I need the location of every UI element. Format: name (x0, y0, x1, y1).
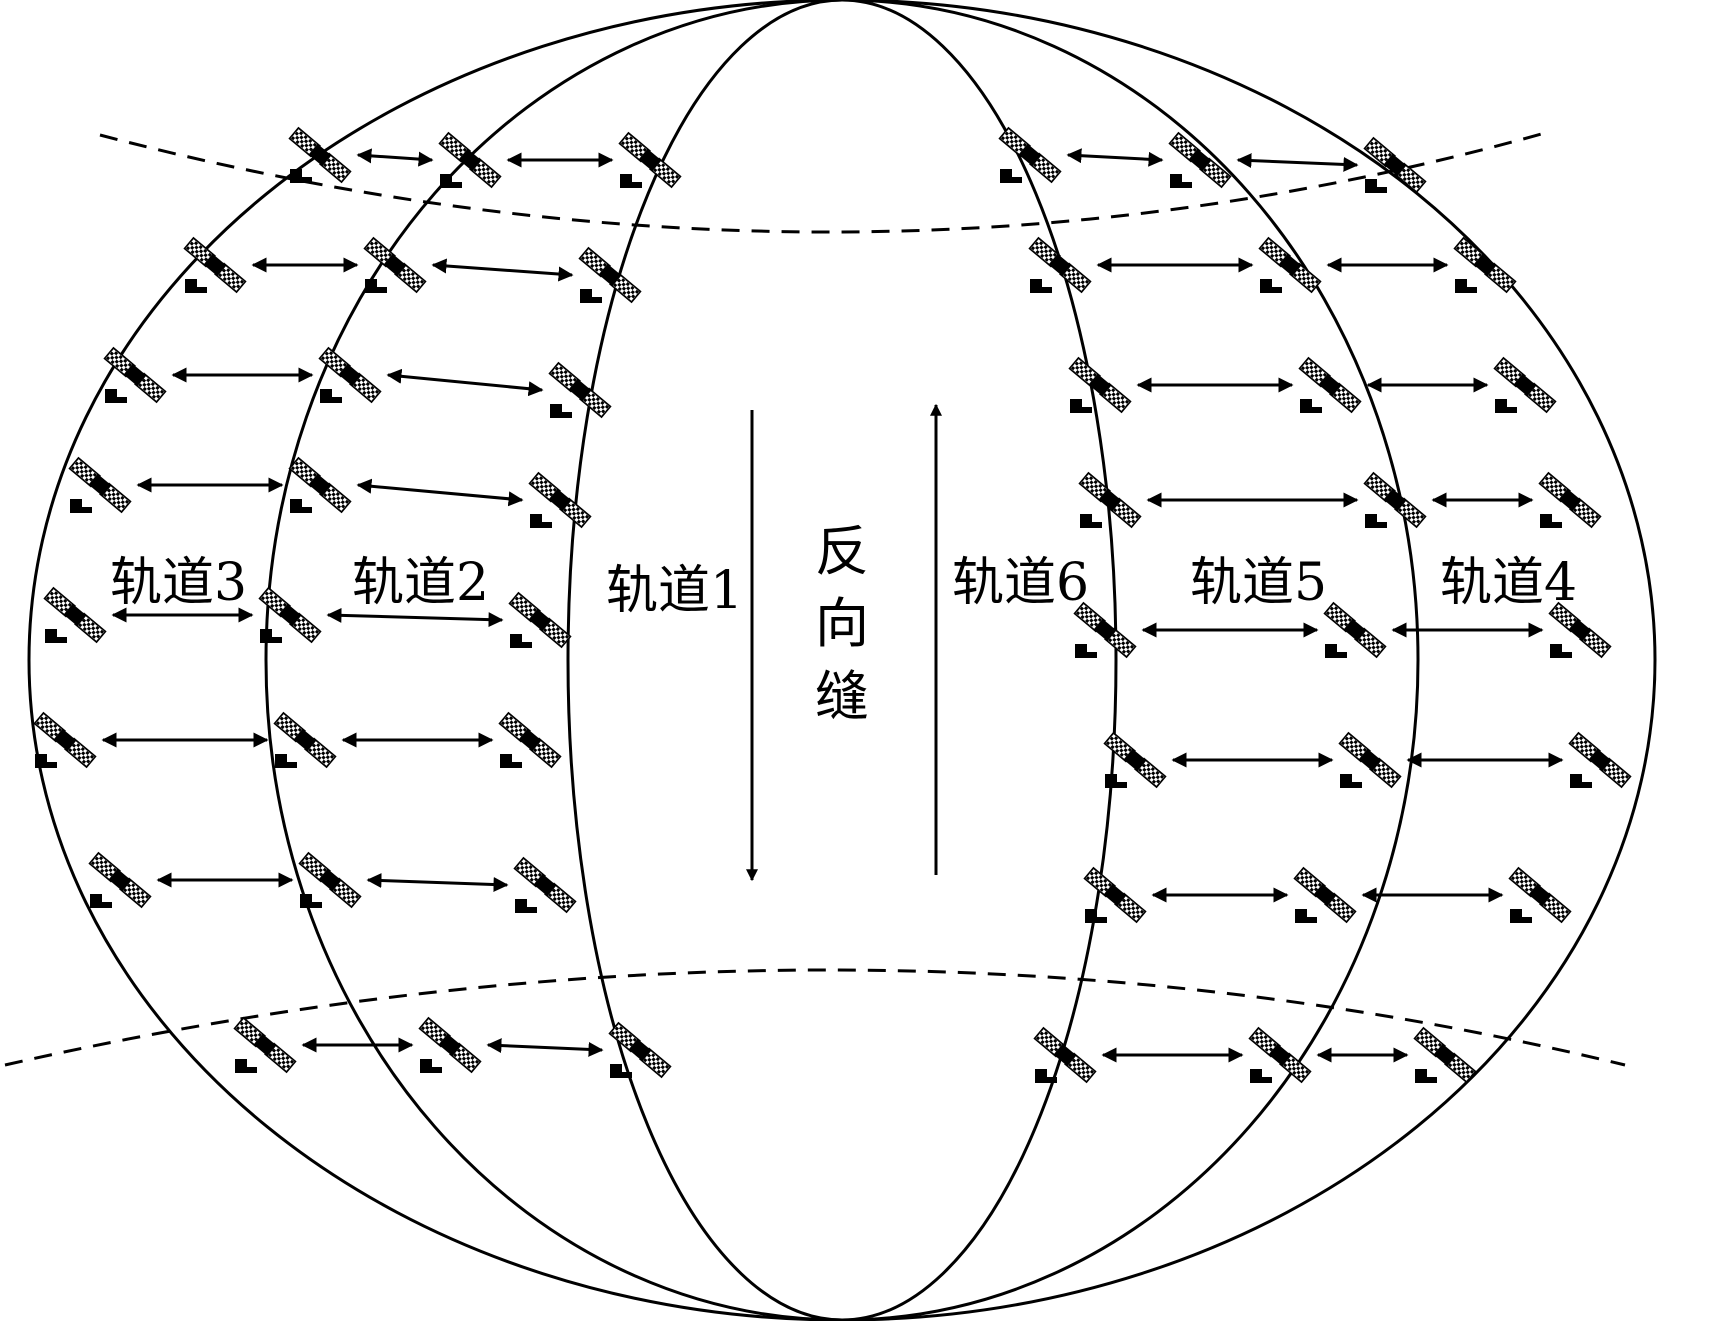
satellite-icon (418, 1017, 482, 1074)
orbit-lines (4, 0, 1657, 1322)
bidirectional-arrow-icon (486, 1038, 604, 1057)
satellite-icon (1248, 1027, 1312, 1084)
orbit-labels: 轨道3 轨道2 轨道1 轨道6 轨道5 轨道4 反 向 缝 (110, 520, 1577, 728)
satellite-icon (1538, 472, 1602, 529)
bidirectional-arrow-icon (431, 258, 574, 282)
satellite-icon (578, 247, 642, 304)
satellite-icon (438, 132, 502, 189)
satellite-icon (1298, 357, 1362, 414)
bidirectional-arrow-icon (366, 872, 509, 893)
bidirectional-arrow-icon (356, 478, 524, 507)
orbit-label-4: 轨道4 (1440, 553, 1577, 613)
satellite-icon (43, 587, 107, 644)
seam-label-char-1: 反 (815, 520, 869, 583)
satellite-icon (1323, 602, 1387, 659)
satellite-icon (1293, 867, 1357, 924)
satellite-icon (183, 237, 247, 294)
satellite-icon (528, 472, 592, 529)
satellite-icon (288, 457, 352, 514)
orbit-inner-ellipse (566, 0, 1118, 1322)
satellite-icon (513, 857, 577, 914)
satellite-icon (1033, 1027, 1097, 1084)
satellite-icon (88, 852, 152, 909)
seam-label-char-2: 向 (815, 592, 869, 655)
orbit-label-5: 轨道5 (1190, 553, 1327, 613)
satellite-icon (608, 1022, 672, 1079)
satellite-icon (1083, 867, 1147, 924)
lower-latitude-dashed-line (4, 968, 1626, 1067)
satellite-icon (298, 852, 362, 909)
satellite-icon (1028, 237, 1092, 294)
orbit-label-3: 轨道3 (110, 553, 247, 613)
orbit-label-6: 轨道6 (952, 553, 1089, 613)
satellite-icon (1453, 237, 1517, 294)
satellite-icon (33, 712, 97, 769)
bidirectional-arrow-icon (326, 607, 504, 628)
satellite-icon (498, 712, 562, 769)
seam-flow-arrows (746, 403, 942, 882)
seam-label-char-3: 缝 (815, 665, 869, 728)
satellite-icon (318, 347, 382, 404)
inter-satellite-links (101, 148, 1564, 1063)
satellite-icon (103, 347, 167, 404)
satellite-icon (288, 127, 352, 184)
satellite-icon (233, 1017, 297, 1074)
satellite-icon (68, 457, 132, 514)
satellite-icon (1068, 357, 1132, 414)
satellite-icon (1338, 732, 1402, 789)
satellite-icon (273, 712, 337, 769)
satellite-icon (548, 362, 612, 419)
bidirectional-arrow-icon (386, 368, 544, 397)
bidirectional-arrow-icon (1066, 148, 1164, 167)
bidirectional-arrow-icon (1236, 153, 1359, 172)
orbit-label-1: 轨道1 (606, 561, 743, 621)
orbit-label-2: 轨道2 (352, 553, 489, 613)
satellite-icon (1568, 732, 1632, 789)
upper-latitude-dashed-line (99, 131, 1546, 234)
satellite-icon (1493, 357, 1557, 414)
satellite-icon (1413, 1027, 1477, 1084)
bidirectional-arrow-icon (356, 148, 434, 167)
orbit-outer-ellipse (27, 0, 1657, 1322)
satellite-icon (998, 127, 1062, 184)
satellite-icon (508, 592, 572, 649)
satellite-icon (1508, 867, 1572, 924)
